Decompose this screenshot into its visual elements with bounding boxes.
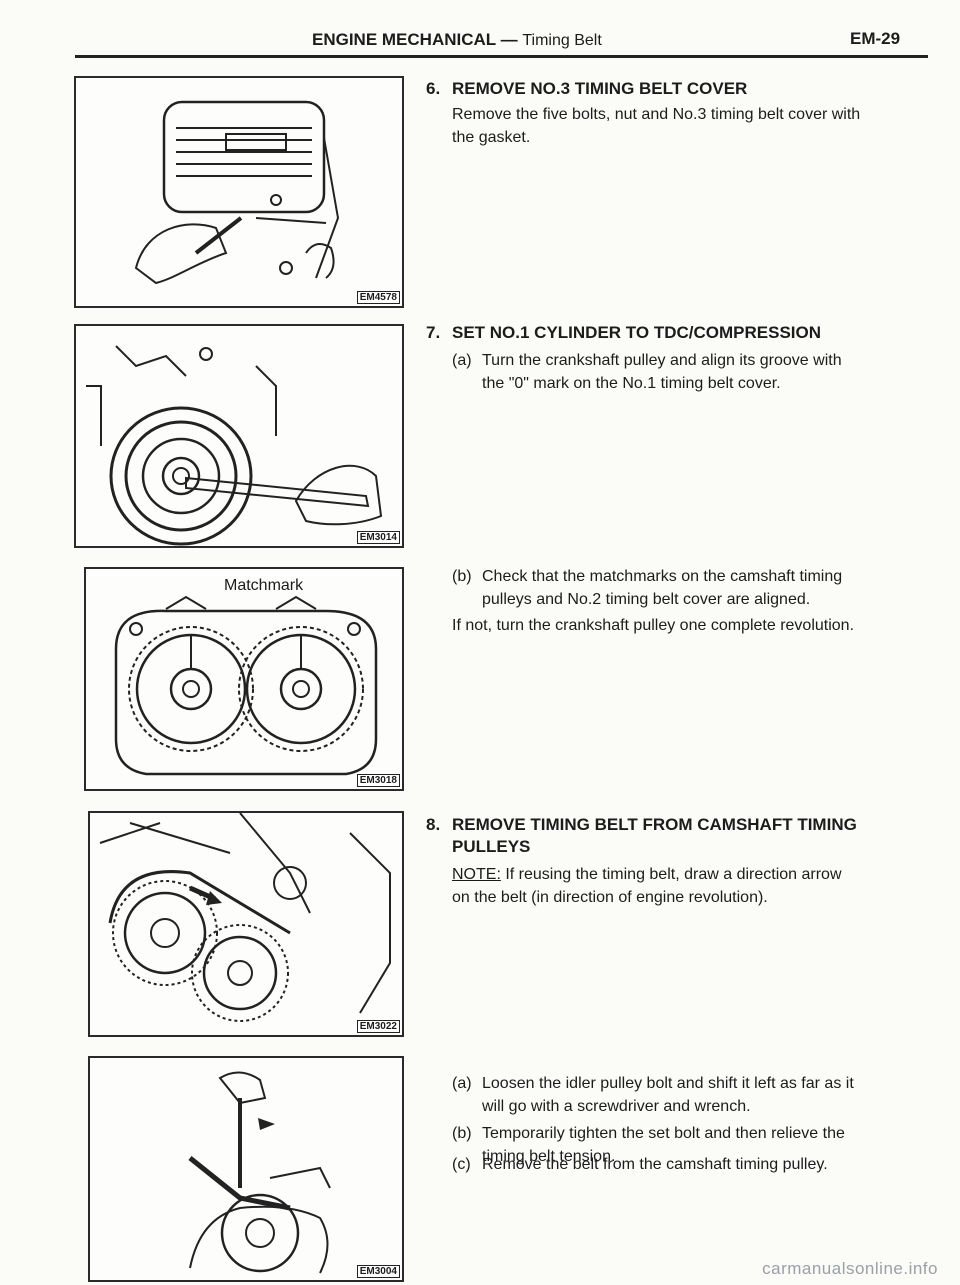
figure-camshaft-matchmark: Matchmark EM3018 xyxy=(84,567,404,791)
page-header: ENGINE MECHANICAL — Timing Belt xyxy=(312,30,602,50)
step-title: SET NO.1 CYLINDER TO TDC/COMPRESSION xyxy=(452,323,822,342)
figure-idler-pulley: EM3004 xyxy=(88,1056,404,1282)
text-line: Loosen the idler pulley bolt and shift i… xyxy=(482,1075,854,1092)
page-number: EM-29 xyxy=(850,29,901,48)
step-title: REMOVE NO.3 TIMING BELT COVER xyxy=(452,79,748,98)
text-line: Temporarily tighten the set bolt and the… xyxy=(482,1125,845,1142)
text-line: If reusing the timing belt, draw a direc… xyxy=(500,866,842,883)
step-6-text: Remove the five bolts, nut and No.3 timi… xyxy=(452,103,860,149)
matchmark-label: Matchmark xyxy=(224,577,304,594)
text-line: pulleys and No.2 timing belt cover are a… xyxy=(482,591,811,608)
step-7a: (a) Turn the crankshaft pulley and align… xyxy=(452,349,932,399)
belt-direction-illustration xyxy=(99,813,391,1022)
step-7b-note: If not, turn the crankshaft pulley one c… xyxy=(452,617,855,634)
text-line: Check that the matchmarks on the camshaf… xyxy=(482,568,843,585)
figure-timing-cover: EM4578 xyxy=(74,76,404,308)
figure-code: EM3014 xyxy=(356,531,400,544)
item-tag: (c) xyxy=(452,1156,471,1173)
step-number: 6. xyxy=(426,79,441,98)
text-line: timing belt tension. xyxy=(482,1148,616,1165)
step-8-note: NOTE: If reusing the timing belt, draw a… xyxy=(452,863,842,909)
header-rule xyxy=(75,55,928,58)
step-8b: (b) Temporarily tighten the set bolt and… xyxy=(452,1122,932,1172)
item-tag: (b) xyxy=(452,1125,472,1142)
idler-pulley-illustration xyxy=(188,1071,331,1274)
figure-crankshaft-pulley: EM3014 xyxy=(74,324,404,548)
figure-belt-direction: EM3022 xyxy=(88,811,404,1037)
header-subsection: Timing Belt xyxy=(522,32,602,49)
camshaft-pulleys-illustration xyxy=(114,595,378,776)
step-number: 8. xyxy=(426,815,441,834)
step-7b: (b) Check that the matchmarks on the cam… xyxy=(452,565,932,615)
timing-cover-illustration xyxy=(134,100,340,285)
figure-code: EM3018 xyxy=(356,774,400,787)
step-8-heading: 8. REMOVE TIMING BELT FROM CAMSHAFT TIMIN… xyxy=(426,814,857,858)
text-line: the gasket. xyxy=(452,129,531,146)
note-label: NOTE: xyxy=(452,866,501,883)
header-section: ENGINE MECHANICAL xyxy=(312,30,496,49)
figure-code: EM3004 xyxy=(356,1265,400,1278)
figure-code: EM4578 xyxy=(356,291,400,304)
text-line: on the belt (in direction of engine revo… xyxy=(452,889,768,906)
step-8a: (a) Loosen the idler pulley bolt and shi… xyxy=(452,1072,932,1122)
step-8c: (c) Remove the belt from the camshaft ti… xyxy=(452,1153,932,1179)
item-tag: (a) xyxy=(452,1075,472,1092)
step-title-continued: PULLEYS xyxy=(452,837,531,856)
text-line: the "0" mark on the No.1 timing belt cov… xyxy=(482,375,781,392)
item-tag: (a) xyxy=(452,352,472,369)
header-separator: — xyxy=(495,30,523,49)
step-number: 7. xyxy=(426,323,441,342)
text-line: Remove the belt from the camshaft timing… xyxy=(482,1156,828,1173)
text-line: Turn the crankshaft pulley and align its… xyxy=(482,352,842,369)
step-title: REMOVE TIMING BELT FROM CAMSHAFT TIMING xyxy=(452,815,857,834)
step-6-heading: 6. REMOVE NO.3 TIMING BELT COVER xyxy=(426,78,747,100)
text-line: Remove the five bolts, nut and No.3 timi… xyxy=(452,106,861,123)
figure-code: EM3022 xyxy=(356,1020,400,1033)
step-7-heading: 7. SET NO.1 CYLINDER TO TDC/COMPRESSION xyxy=(426,322,821,344)
crankshaft-pulley-illustration xyxy=(86,345,383,546)
item-tag: (b) xyxy=(452,568,472,585)
text-line: will go with a screwdriver and wrench. xyxy=(482,1098,751,1115)
watermark: carmanualsonline.info xyxy=(762,1259,938,1278)
